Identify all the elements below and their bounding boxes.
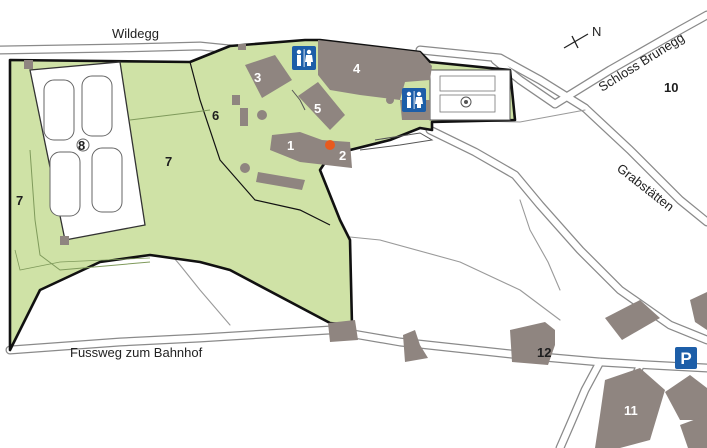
castle-paths bbox=[291, 89, 434, 151]
place-label-fussweg: Fussweg zum Bahnhof bbox=[70, 345, 203, 360]
building-3 bbox=[245, 55, 292, 98]
building-5 bbox=[298, 82, 345, 130]
building-12 bbox=[510, 322, 555, 365]
area-number-5: 5 bbox=[314, 101, 321, 116]
area-number-10: 10 bbox=[664, 80, 678, 95]
castle-garden bbox=[429, 69, 511, 121]
area-number-12: 12 bbox=[537, 345, 551, 360]
garden-beds bbox=[24, 60, 146, 245]
area-number-3: 3 bbox=[254, 70, 261, 85]
building-4 bbox=[318, 40, 432, 100]
north-label: N bbox=[592, 24, 601, 39]
north-arrow-icon: N bbox=[563, 24, 601, 49]
parking-icon[interactable]: P bbox=[675, 347, 697, 369]
wc-icon[interactable] bbox=[292, 46, 316, 70]
place-label-wildegg: Wildegg bbox=[112, 26, 159, 41]
building-11 bbox=[595, 368, 665, 448]
wc-icon[interactable] bbox=[402, 88, 426, 112]
area-number-2: 2 bbox=[339, 148, 346, 163]
park-area bbox=[8, 38, 517, 352]
area-number-7: 7 bbox=[16, 193, 23, 208]
area-number-8: 8 bbox=[78, 138, 85, 153]
area-number-11: 11 bbox=[624, 403, 638, 418]
area-number-1: 1 bbox=[287, 138, 294, 153]
area-number-4: 4 bbox=[353, 61, 361, 76]
area-number-7: 7 bbox=[165, 154, 172, 169]
location-marker-icon bbox=[325, 140, 335, 150]
parking-label: P bbox=[680, 349, 691, 368]
area-number-6: 6 bbox=[212, 108, 219, 123]
